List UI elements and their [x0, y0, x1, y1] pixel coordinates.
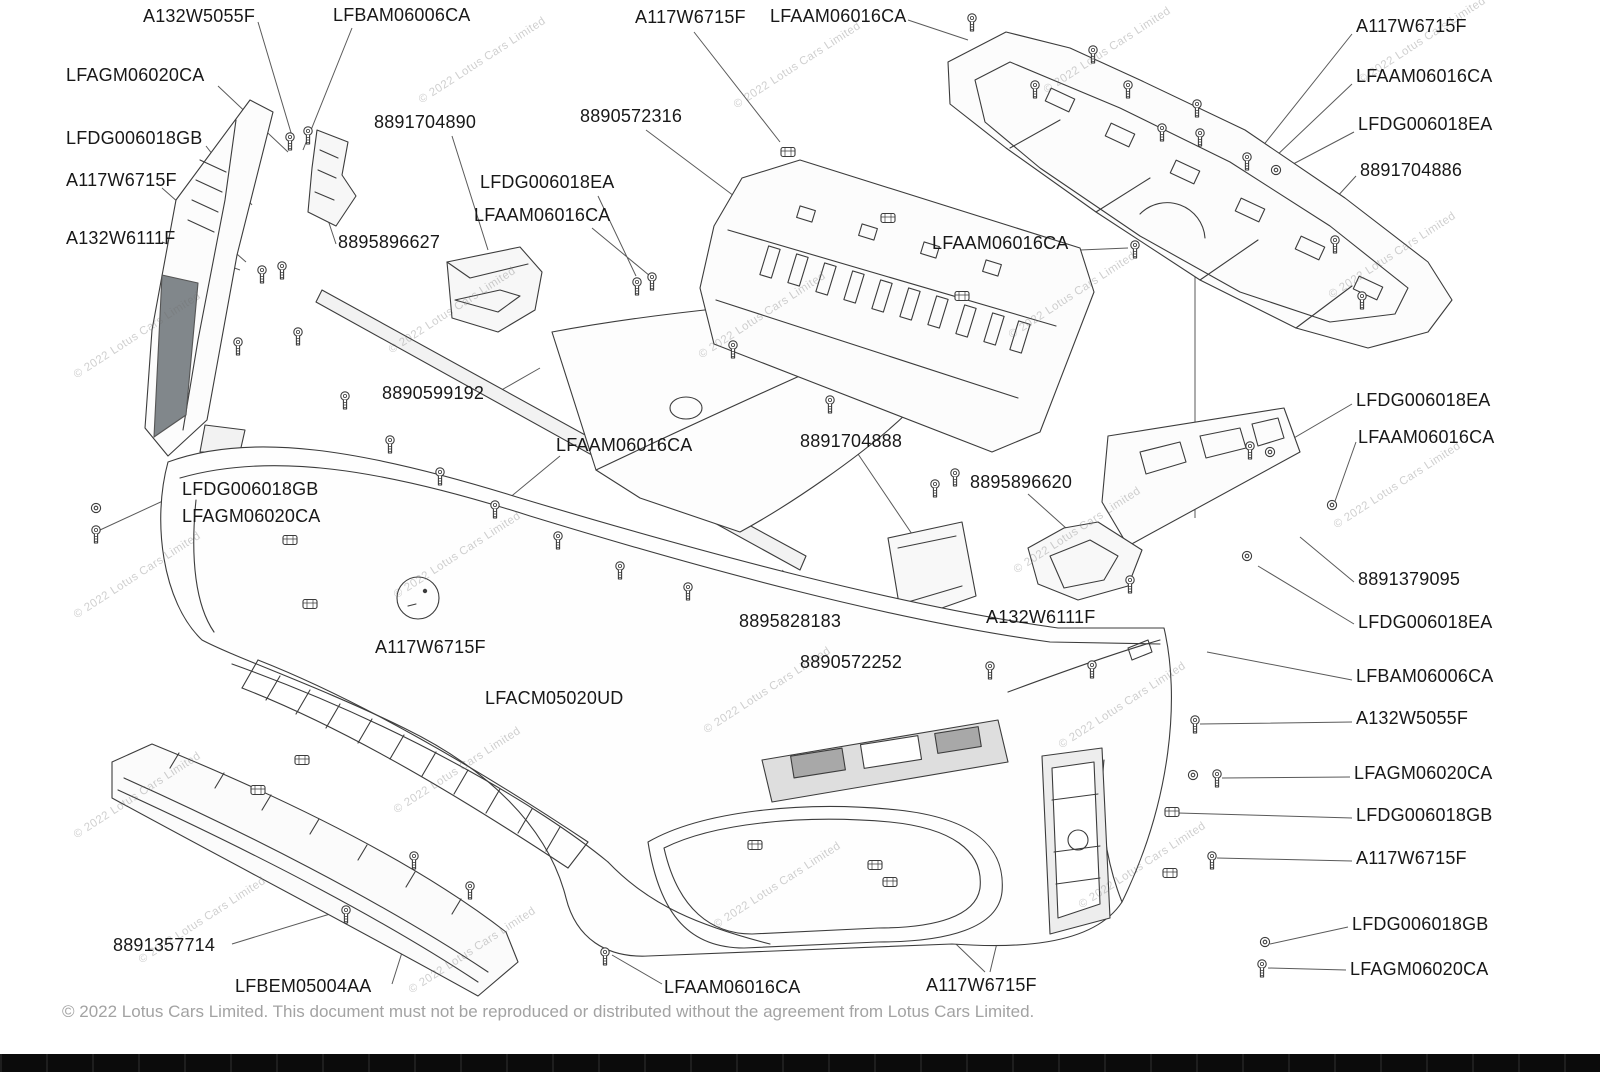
part-label: LFAAM06016CA	[664, 977, 801, 997]
part-label: LFAAM06016CA	[474, 205, 611, 225]
part-label: A117W6715F	[66, 170, 177, 190]
ladder-bracket	[1101, 407, 1301, 547]
part-label: LFAAM06016CA	[1356, 66, 1493, 86]
part-label: 8890572316	[580, 106, 683, 126]
part-label: LFBAM06006CA	[333, 5, 471, 25]
part-label: A132W6111F	[66, 228, 176, 248]
part-label: 8891704886	[1360, 160, 1463, 180]
part-label: A132W6111F	[986, 607, 1096, 627]
part-label: LFDG006018EA	[1358, 114, 1493, 134]
part-label: 8891379095	[1358, 569, 1461, 589]
crash-beam	[699, 159, 1095, 453]
part-label: LFAGM06020CA	[182, 506, 321, 526]
air-duct-block	[446, 246, 543, 333]
part-label: 8895896620	[970, 472, 1073, 492]
part-label: A117W6715F	[1356, 848, 1467, 868]
part-label: LFBAM06006CA	[1356, 666, 1494, 686]
part-label: LFDG006018GB	[1352, 914, 1489, 934]
part-label: 8895896627	[338, 232, 441, 252]
part-label: LFAGM06020CA	[66, 65, 205, 85]
part-label: 8891357714	[113, 935, 216, 955]
part-label: A132W5055F	[143, 6, 256, 26]
part-label: LFAAM06016CA	[932, 233, 1069, 253]
part-label: 8895828183	[739, 611, 842, 631]
part-label: A132W5055F	[1356, 708, 1469, 728]
small-duct	[887, 521, 977, 623]
exploded-diagram-art	[90, 13, 1453, 997]
part-label: LFAAM06016CA	[770, 6, 907, 26]
part-label: LFDG006018EA	[1358, 612, 1493, 632]
part-label: LFDG006018EA	[480, 172, 615, 192]
part-label: 8891704888	[800, 431, 903, 451]
part-label: LFDG006018EA	[1356, 390, 1491, 410]
front-bumper	[160, 446, 1172, 957]
upper-carrier-panel	[947, 31, 1453, 349]
part-label: LFDG006018GB	[66, 128, 203, 148]
part-label: LFDG006018GB	[1356, 805, 1493, 825]
left-support-bracket	[144, 99, 274, 457]
front-splitter	[111, 743, 519, 997]
bottom-bar[interactable]	[0, 1054, 1600, 1072]
part-label: LFAAM06016CA	[556, 435, 693, 455]
part-label: A117W6715F	[1356, 16, 1467, 36]
part-label: LFAGM06020CA	[1354, 763, 1493, 783]
part-label: LFAGM06020CA	[1350, 959, 1489, 979]
upper-small-bracket	[307, 129, 357, 227]
part-label: A117W6715F	[635, 7, 746, 27]
part-label: LFBEM05004AA	[235, 976, 372, 996]
part-label: A117W6715F	[926, 975, 1037, 995]
part-label: 8890599192	[382, 383, 485, 403]
part-label: LFACM05020UD	[485, 688, 624, 708]
right-side-bracket	[1041, 747, 1111, 935]
small-mount-bracket	[1027, 521, 1143, 601]
part-label: A117W6715F	[375, 637, 486, 657]
part-label: LFAAM06016CA	[1358, 427, 1495, 447]
part-label: 8891704890	[374, 112, 477, 132]
part-label: 8890572252	[800, 652, 903, 672]
copyright-notice: © 2022 Lotus Cars Limited. This document…	[62, 1002, 1035, 1021]
part-label: LFDG006018GB	[182, 479, 319, 499]
